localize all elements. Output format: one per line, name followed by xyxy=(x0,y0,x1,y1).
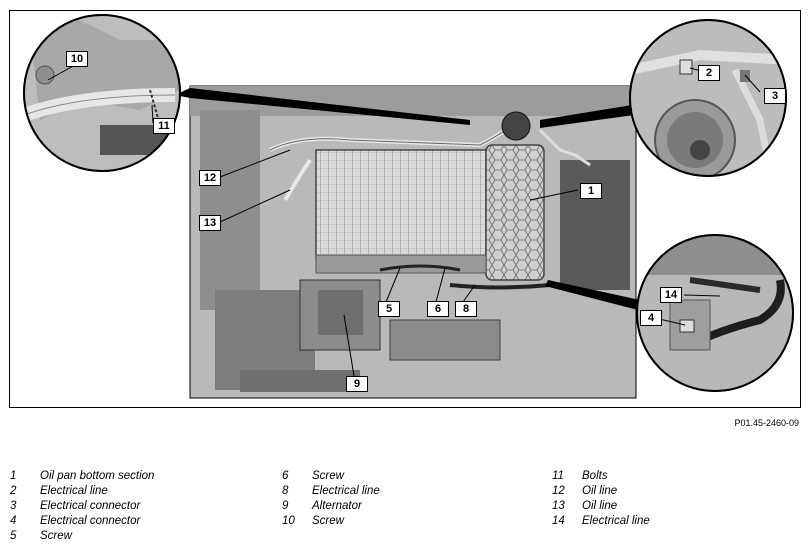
callout-4: 4 xyxy=(640,310,662,326)
callout-14: 14 xyxy=(660,287,682,303)
figure-id: P01.45-2460-09 xyxy=(734,418,799,428)
callout-8: 8 xyxy=(455,301,477,317)
oil-pan-upper xyxy=(315,149,487,261)
callout-9: 9 xyxy=(346,376,368,392)
callout-12: 12 xyxy=(199,170,221,186)
oil-pan-bottom-section xyxy=(485,144,545,281)
leader-lines xyxy=(219,149,579,377)
callout-2: 2 xyxy=(698,65,720,81)
main-engine-view xyxy=(189,85,637,399)
callout-11: 11 xyxy=(153,118,175,134)
detail-view-screw-bolts xyxy=(23,14,181,172)
detail-link-top-left xyxy=(175,88,470,125)
detail-view-electrical-connector-4 xyxy=(636,234,794,392)
callout-3: 3 xyxy=(764,88,786,104)
callout-5: 5 xyxy=(378,301,400,317)
callout-13: 13 xyxy=(199,215,221,231)
callout-1: 1 xyxy=(580,183,602,199)
detail-link-bottom-right xyxy=(545,280,640,310)
callout-10: 10 xyxy=(66,51,88,67)
callout-6: 6 xyxy=(427,301,449,317)
detail-link-top-right xyxy=(540,105,634,128)
detail-view-electrical-connector-3 xyxy=(629,19,787,177)
